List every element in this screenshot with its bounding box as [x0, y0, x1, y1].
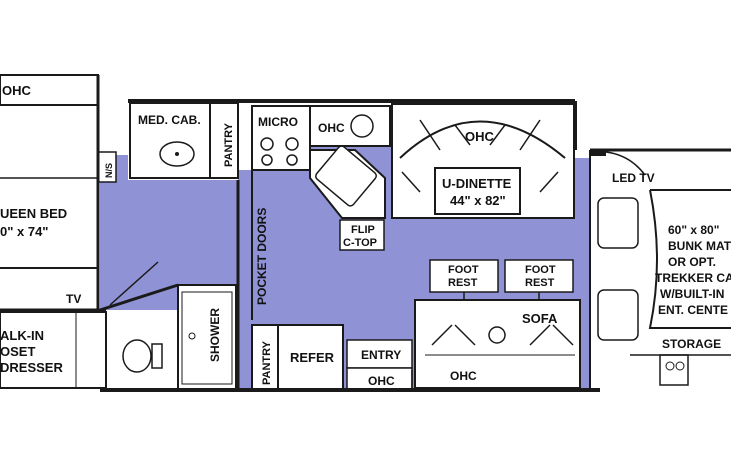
storage-unit [659, 354, 689, 386]
burner-2 [285, 137, 299, 151]
pantry-top-label: PANTRY [223, 122, 235, 167]
sofa-slide [414, 299, 581, 389]
sofa-fold-3 [529, 324, 551, 346]
closet-label-2: OSET [0, 344, 35, 359]
entry-step [346, 339, 413, 369]
living-area: FOOT REST FOOT REST SOFA OHC [414, 259, 581, 389]
bath-bottom-wall [99, 283, 179, 312]
burner-1 [260, 137, 274, 151]
bath-door [109, 261, 159, 306]
pocket-doors-label: POCKET DOORS [255, 208, 269, 305]
foot-rest-2-label-1: FOOT [525, 264, 556, 276]
dinette-ohc-label: OHC [465, 129, 495, 144]
bedroom: OHC UEEN BED 0" x 74" N/S TV ALK-IN OSET… [0, 74, 117, 389]
entry-area: PANTRY REFER ENTRY OHC [100, 324, 600, 392]
kitchen-vent [350, 114, 374, 138]
burner-4 [286, 154, 298, 166]
storage-knob-2 [675, 361, 685, 371]
closet-label-3: DRESSER [0, 360, 63, 375]
bunk-label-5: W/BUILT-IN [660, 287, 724, 301]
led-tv-label: LED TV [612, 171, 655, 185]
flip-label-2: C-TOP [343, 237, 377, 249]
closet-dresser [0, 311, 107, 389]
bedroom-tv-label: TV [66, 292, 81, 306]
bunk-label-2: BUNK MAT [668, 239, 731, 253]
sofa-fold-1 [431, 324, 453, 346]
sofa-lamp-icon [488, 326, 506, 344]
dinette-label-2: 44" x 82" [450, 193, 506, 208]
tv-door-arc [605, 151, 646, 176]
burner-3 [261, 154, 273, 166]
micro-label: MICRO [258, 115, 298, 129]
sofa-ohc-label: OHC [450, 369, 477, 383]
bunk-label-6: ENT. CENTE [658, 303, 728, 317]
flip-countertop [339, 219, 385, 251]
dinette-table [434, 167, 521, 215]
dinette-label-1: U-DINETTE [442, 176, 512, 191]
seat-fold-6 [539, 171, 559, 193]
seat-fold-3 [489, 124, 506, 146]
bunk-label-4: TREKKER CA [655, 271, 731, 285]
foot-rest-1-label-1: FOOT [448, 264, 479, 276]
shower-inner [181, 291, 233, 385]
sofa-label: SOFA [522, 311, 558, 326]
nightstand-label: N/S [104, 163, 114, 178]
pantry-bottom-label: PANTRY [261, 340, 273, 385]
bunk-label-3: OR OPT. [668, 255, 716, 269]
dinette: OHC U-DINETTE 44" x 82" [128, 99, 577, 219]
sofa-fold-4 [552, 324, 574, 346]
bathroom-floor [100, 155, 238, 310]
foot-rest-1-label-2: REST [448, 277, 478, 289]
storage-knob-1 [665, 361, 675, 371]
med-cab-label: MED. CAB. [138, 113, 201, 127]
dinette-ohc-arch [399, 120, 566, 159]
foot-rest-2 [504, 259, 574, 293]
toilet-tank [151, 343, 163, 369]
seat-fold-1 [419, 119, 441, 151]
bedroom-ohc-label: OHC [2, 83, 32, 98]
queen-bed-label-1: UEEN BED [0, 206, 67, 221]
refrigerator [277, 324, 344, 391]
cab-seat-lower [597, 289, 639, 341]
queen-bed [0, 104, 99, 269]
seat-fold-4 [519, 119, 541, 151]
kitchen-sink-icon [315, 145, 377, 207]
closet-label-1: ALK-IN [0, 328, 44, 343]
cab-area: LED TV 60" x 80" BUNK MAT OR OPT. TREKKE… [589, 148, 731, 390]
sofa-fold-2 [454, 324, 476, 346]
entry-label: ENTRY [361, 348, 401, 362]
kitchen: POCKET DOORS MICRO OHC FLIP C-TOP [251, 105, 391, 320]
foot-rest-2-label-2: REST [525, 277, 555, 289]
flip-label-1: FLIP [351, 224, 375, 236]
pantry-bottom [251, 324, 279, 391]
tv-mount [590, 150, 606, 156]
shower-drain [188, 332, 196, 340]
queen-bed-label-2: 0" x 74" [0, 224, 48, 239]
entry-ohc-label: OHC [368, 374, 395, 388]
kitchen-ohc [309, 105, 391, 147]
toilet-icon [122, 339, 152, 373]
bunk-label-1: 60" x 80" [668, 223, 719, 237]
bunk-outline [648, 189, 731, 329]
storage-label: STORAGE [662, 337, 721, 351]
shower-stall [177, 284, 237, 391]
kitchen-ohc-label: OHC [318, 121, 345, 135]
sink-drain [175, 152, 179, 156]
shower-label: SHOWER [208, 308, 222, 362]
cab-seat-upper [597, 197, 639, 249]
seat-fold-5 [401, 171, 421, 193]
seat-fold-2 [454, 124, 471, 146]
refer-label: REFER [290, 350, 335, 365]
